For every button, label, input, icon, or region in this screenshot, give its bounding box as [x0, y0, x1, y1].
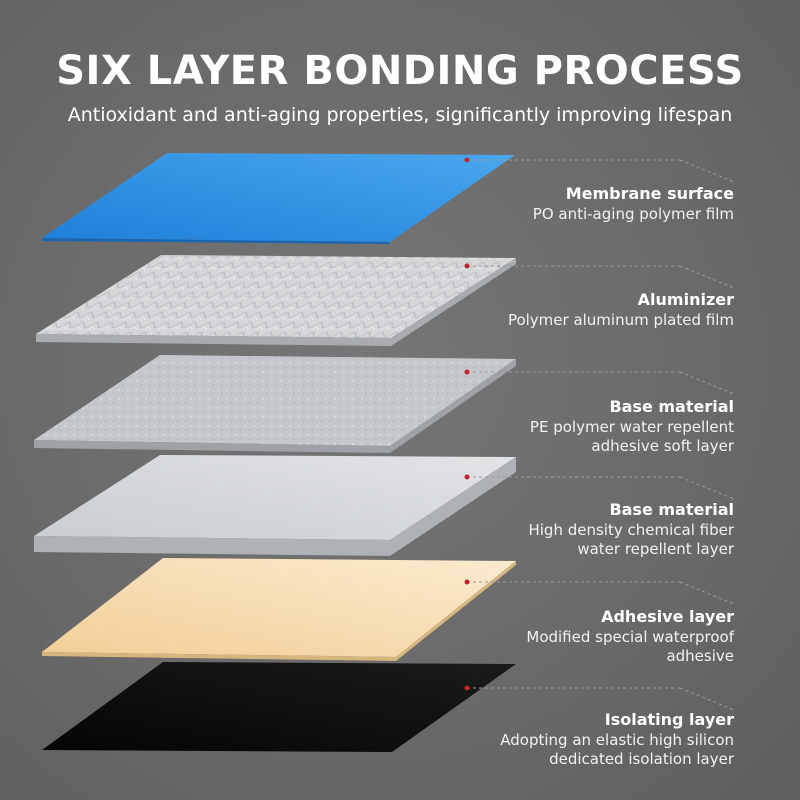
label-adhesive-layer: Adhesive layer Modified special waterpro…: [434, 606, 734, 666]
label-membrane-surface: Membrane surface PO anti-aging polymer f…: [434, 183, 734, 224]
layer-description: PO anti-aging polymer film: [532, 205, 734, 223]
layer-isolating: [42, 662, 735, 752]
layer-description: Polymer aluminum plated film: [507, 311, 734, 329]
marker-dot: [464, 157, 470, 163]
layer-description: Adopting an elastic high silicon: [500, 731, 734, 749]
layer-membrane-surface: [42, 153, 735, 244]
marker-dot: [464, 263, 470, 269]
layer-name: Membrane surface: [565, 184, 734, 203]
marker-dot: [464, 579, 470, 585]
layer-description: PE polymer water repellent: [529, 418, 734, 436]
layer-description: High density chemical fiber: [528, 521, 734, 539]
layer-name: Adhesive layer: [601, 607, 734, 626]
label-aluminizer: Aluminizer Polymer aluminum plated film: [434, 289, 734, 330]
layer-aluminizer: [36, 255, 735, 346]
page-title: SIX LAYER BONDING PROCESS: [56, 48, 744, 94]
label-base-material-fiber: Base material High density chemical fibe…: [434, 499, 734, 559]
layer-name: Base material: [609, 397, 734, 416]
layer-name: Aluminizer: [637, 290, 734, 309]
layer-description: adhesive: [666, 647, 734, 665]
marker-dot: [464, 685, 470, 691]
label-base-material-pe: Base material PE polymer water repellent…: [434, 396, 734, 456]
layer-description: water repellent layer: [577, 540, 734, 558]
layer-base-material-fiber: [34, 455, 735, 556]
page-subtitle: Antioxidant and anti-aging properties, s…: [67, 104, 733, 126]
label-isolating-layer: Isolating layer Adopting an elastic high…: [434, 709, 734, 769]
layer-name: Base material: [609, 500, 734, 519]
layer-description: Modified special waterproof: [526, 628, 734, 646]
marker-dot: [464, 474, 470, 480]
layer-adhesive: [42, 558, 735, 661]
layer-description: adhesive soft layer: [591, 437, 734, 455]
layer-name: Isolating layer: [604, 710, 734, 729]
layer-base-material-pe: [34, 355, 735, 453]
layer-description: dedicated isolation layer: [549, 750, 734, 768]
marker-dot: [464, 369, 470, 375]
